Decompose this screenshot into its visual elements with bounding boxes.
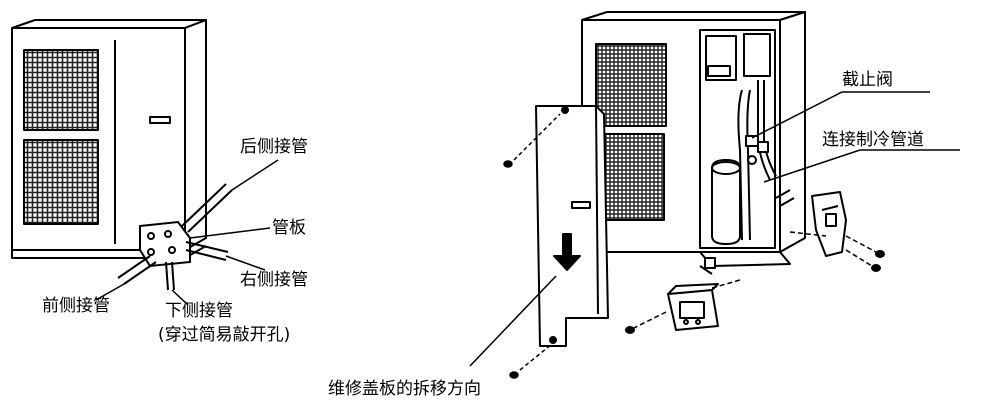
valve-guard: [789, 191, 885, 272]
cover-removal-leader: [469, 275, 557, 367]
control-box: [625, 279, 741, 334]
label-right-pipe: 右侧接管: [240, 270, 308, 290]
right-outdoor-unit: [581, 11, 806, 275]
label-refrigerant-pipe: 连接制冷管道: [822, 130, 924, 150]
left-tube-plate: [139, 220, 191, 268]
cover-screws: [503, 113, 561, 379]
label-front-pipe: 前侧接管: [42, 296, 110, 316]
service-cover-panel: [535, 105, 609, 347]
label-bottom-pipe: 下侧接管: [165, 301, 233, 321]
external-refrigerant-pipe: [775, 189, 795, 207]
right-leader-lines: [751, 91, 960, 183]
left-leader-lines: [95, 159, 279, 306]
label-cover-removal: 维修盖板的拆移方向: [328, 379, 481, 399]
label-rear-pipe: 后侧接管: [240, 137, 308, 157]
left-outdoor-unit: [11, 19, 207, 259]
left-pipes: [117, 183, 233, 291]
label-stop-valve: 截止阀: [842, 70, 893, 90]
label-tube-plate: 管板: [272, 218, 306, 238]
label-knockout-note: (穿过简易敲开孔): [158, 325, 291, 345]
